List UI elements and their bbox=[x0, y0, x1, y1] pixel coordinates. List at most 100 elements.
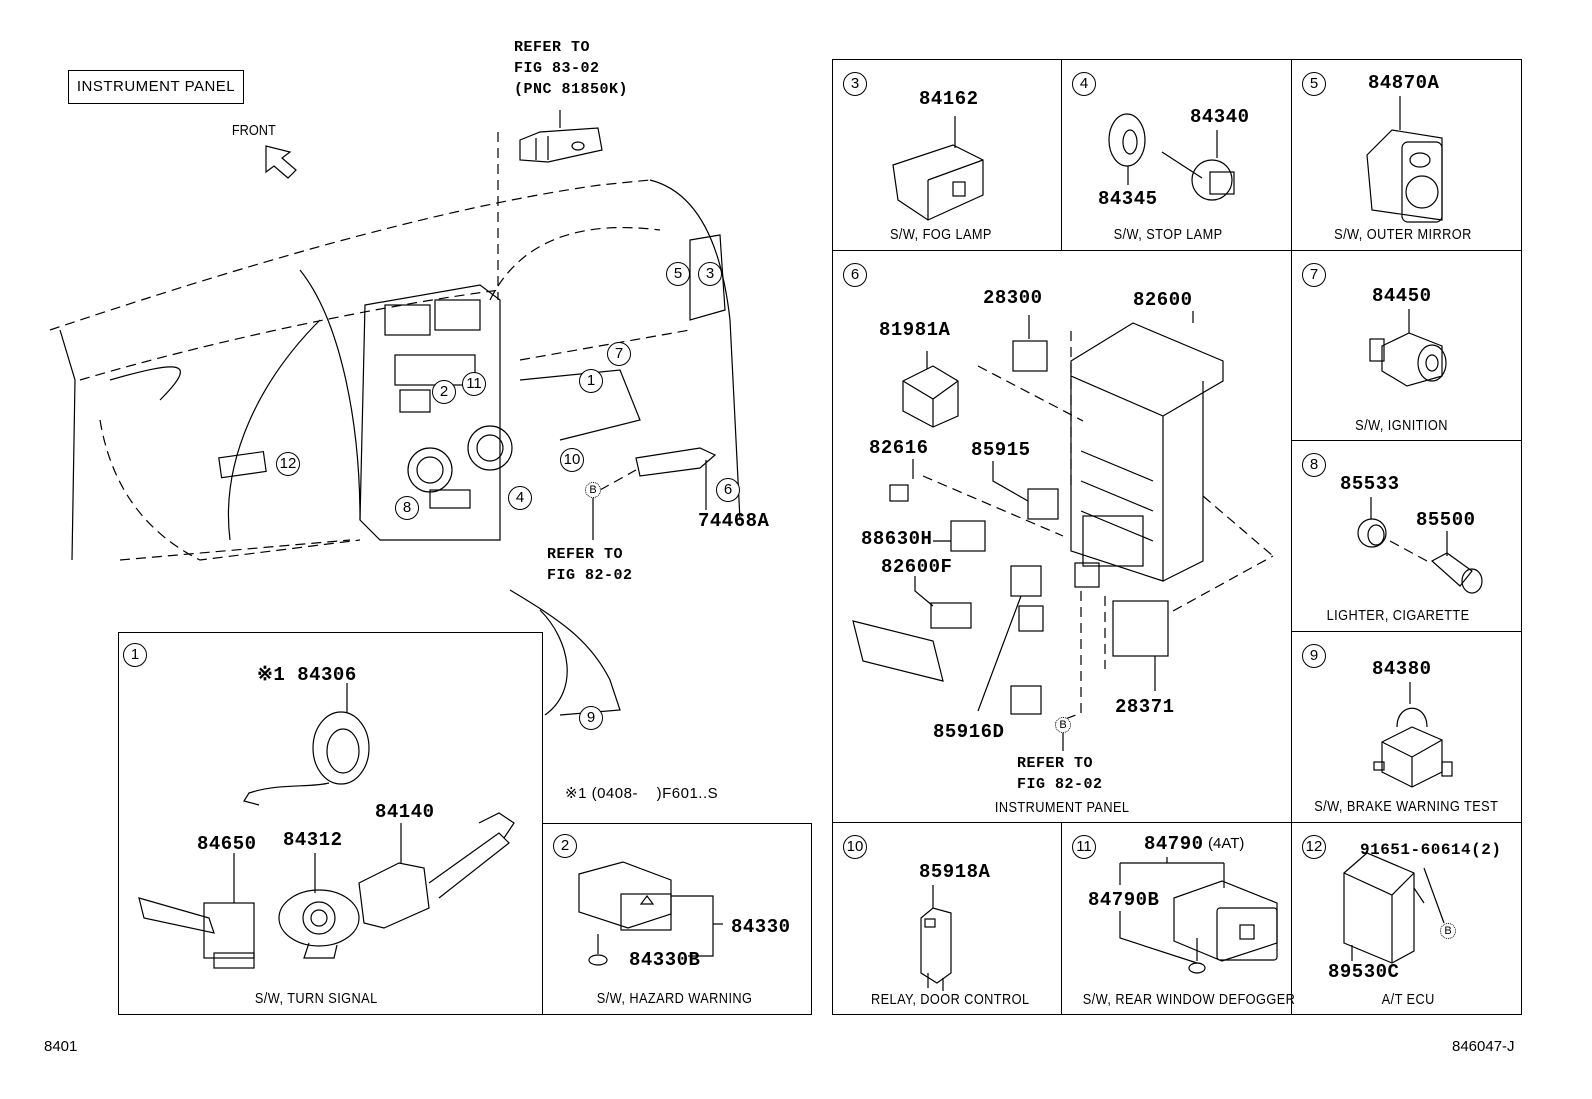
panel-12-number: 12 bbox=[1302, 835, 1326, 859]
panel-1-number: 1 bbox=[123, 643, 147, 667]
callout-11[interactable]: 11 bbox=[462, 372, 486, 396]
junction-block-drawing bbox=[852, 311, 1274, 751]
panel-8-caption: LIGHTER, CIGARETTE bbox=[1326, 607, 1470, 624]
panel-4-caption: S/W, STOP LAMP bbox=[1113, 226, 1223, 243]
panel-9-caption: S/W, BRAKE WARNING TEST bbox=[1314, 798, 1499, 815]
panel-11-rear-window-defogger: 11 84790 (4AT) 84790B S/W, REAR WINDOW D… bbox=[1061, 822, 1295, 1015]
panel-9-number: 9 bbox=[1302, 644, 1326, 668]
ignition-switch-drawing bbox=[1369, 309, 1447, 387]
panel-6-instrument-panel: 6 28300 82600 81981A 82616 85915 88630H … bbox=[832, 250, 1292, 823]
part-84140[interactable]: 84140 bbox=[375, 801, 435, 823]
part-84330B[interactable]: 84330B bbox=[629, 949, 701, 971]
callout-8[interactable]: 8 bbox=[395, 496, 419, 520]
part-88630H[interactable]: 88630H bbox=[861, 528, 933, 550]
diagram-title-box: INSTRUMENT PANEL bbox=[68, 70, 244, 104]
part-84790-variant: (4AT) bbox=[1208, 835, 1245, 852]
panel-6-number: 6 bbox=[843, 263, 867, 287]
brake-warning-switch-drawing bbox=[1373, 682, 1453, 788]
callout-5[interactable]: 5 bbox=[666, 262, 690, 286]
panel-1-caption: S/W, TURN SIGNAL bbox=[254, 990, 378, 1007]
callout-4[interactable]: 4 bbox=[508, 486, 532, 510]
callout-3[interactable]: 3 bbox=[698, 262, 722, 286]
front-label: FRONT bbox=[231, 122, 276, 139]
panel-3-number: 3 bbox=[843, 72, 867, 96]
panel-6-refer-fig-82-02[interactable]: REFER TO FIG 82-02 bbox=[1017, 755, 1103, 793]
panel-6-caption: INSTRUMENT PANEL bbox=[994, 799, 1130, 816]
panel-7-number: 7 bbox=[1302, 263, 1326, 287]
part-74468A[interactable]: 74468A bbox=[698, 510, 770, 532]
hazard-switch-drawing bbox=[578, 861, 723, 966]
part-82616[interactable]: 82616 bbox=[869, 437, 929, 459]
at-ecu-drawing bbox=[1343, 852, 1445, 964]
part-85500[interactable]: 85500 bbox=[1416, 509, 1476, 531]
panel-8-number: 8 bbox=[1302, 453, 1326, 477]
panel-1-turn-signal: 1 ※1 84306 84650 84312 84140 S/W, TURN S… bbox=[118, 632, 543, 1015]
callout-6[interactable]: 6 bbox=[716, 478, 740, 502]
door-control-relay-drawing bbox=[920, 885, 952, 991]
panel-10-door-control-relay: 10 85918A RELAY, DOOR CONTROL bbox=[832, 822, 1062, 1015]
part-84790B[interactable]: 84790B bbox=[1088, 889, 1160, 911]
callout-2[interactable]: 2 bbox=[432, 380, 456, 404]
panel-12-ref-marker-b[interactable]: B bbox=[1440, 923, 1456, 939]
callout-9[interactable]: 9 bbox=[579, 706, 603, 730]
part-82600[interactable]: 82600 bbox=[1133, 289, 1193, 311]
part-91651-60614[interactable]: 91651-60614(2) bbox=[1360, 841, 1502, 859]
part-85533[interactable]: 85533 bbox=[1340, 473, 1400, 495]
panel-12-at-ecu: 12 91651-60614(2) 89530C B A/T ECU bbox=[1291, 822, 1522, 1015]
panel-11-caption: S/W, REAR WINDOW DEFOGGER bbox=[1082, 991, 1296, 1008]
part-81981A[interactable]: 81981A bbox=[879, 319, 951, 341]
panel-10-caption: RELAY, DOOR CONTROL bbox=[870, 991, 1030, 1008]
panel-6-ref-marker-b[interactable]: B bbox=[1055, 717, 1071, 733]
panel-2-caption: S/W, HAZARD WARNING bbox=[596, 990, 753, 1007]
part-85916D[interactable]: 85916D bbox=[933, 721, 1005, 743]
footer-figure-number: 8401 bbox=[44, 1038, 78, 1055]
panel-4-number: 4 bbox=[1072, 72, 1096, 96]
refer-fig-82-02[interactable]: REFER TO FIG 82-02 bbox=[547, 546, 633, 584]
part-84330[interactable]: 84330 bbox=[731, 916, 791, 938]
panel-7-ignition: 7 84450 S/W, IGNITION bbox=[1291, 250, 1522, 441]
part-28371[interactable]: 28371 bbox=[1115, 696, 1175, 718]
part-85915[interactable]: 85915 bbox=[971, 439, 1031, 461]
panel-10-number: 10 bbox=[843, 835, 867, 859]
ref-marker-b[interactable]: B bbox=[585, 482, 601, 498]
panel-4-stop-lamp: 4 84340 84345 S/W, STOP LAMP bbox=[1061, 59, 1292, 251]
turn-signal-parts-drawing bbox=[138, 683, 515, 969]
defogger-switch-drawing bbox=[1119, 857, 1278, 974]
part-84162[interactable]: 84162 bbox=[919, 88, 979, 110]
callout-7[interactable]: 7 bbox=[607, 342, 631, 366]
part-84340[interactable]: 84340 bbox=[1190, 106, 1250, 128]
panel-2-number: 2 bbox=[553, 834, 577, 858]
stop-lamp-switch-drawing bbox=[1108, 113, 1235, 201]
panel-9-brake-warning-test: 9 84380 S/W, BRAKE WARNING TEST bbox=[1291, 631, 1522, 823]
panel-3-caption: S/W, FOG LAMP bbox=[889, 226, 992, 243]
part-89530C[interactable]: 89530C bbox=[1328, 961, 1400, 983]
part-84306[interactable]: ※1 84306 bbox=[257, 664, 357, 686]
part-84380[interactable]: 84380 bbox=[1372, 658, 1432, 680]
front-arrow-icon bbox=[265, 145, 297, 179]
callout-10[interactable]: 10 bbox=[560, 448, 584, 472]
panel-3-fog-lamp: 3 84162 S/W, FOG LAMP bbox=[832, 59, 1062, 251]
callout-1[interactable]: 1 bbox=[579, 369, 603, 393]
part-84790[interactable]: 84790 bbox=[1144, 833, 1204, 855]
part-84870A[interactable]: 84870A bbox=[1368, 72, 1440, 94]
instrument-panel-overview-drawing bbox=[49, 110, 741, 716]
panel-5-caption: S/W, OUTER MIRROR bbox=[1334, 226, 1472, 243]
part-82600F[interactable]: 82600F bbox=[881, 556, 953, 578]
footer-illustration-id: 846047-J bbox=[1452, 1038, 1515, 1055]
part-84345[interactable]: 84345 bbox=[1098, 188, 1158, 210]
panel-11-number: 11 bbox=[1072, 835, 1096, 859]
panel-7-caption: S/W, IGNITION bbox=[1355, 417, 1448, 434]
part-84650[interactable]: 84650 bbox=[197, 833, 257, 855]
refer-fig-83-02[interactable]: REFER TO FIG 83-02 (PNC 81850K) bbox=[514, 39, 629, 98]
panel-5-outer-mirror: 5 84870A S/W, OUTER MIRROR bbox=[1291, 59, 1522, 251]
part-84312[interactable]: 84312 bbox=[283, 829, 343, 851]
panel-8-cigarette-lighter: 8 85533 85500 LIGHTER, CIGARETTE bbox=[1291, 440, 1522, 632]
part-84450[interactable]: 84450 bbox=[1372, 285, 1432, 307]
outer-mirror-switch-drawing bbox=[1366, 96, 1443, 223]
part-85918A[interactable]: 85918A bbox=[919, 861, 991, 883]
panel-5-number: 5 bbox=[1302, 72, 1326, 96]
fog-lamp-switch-drawing bbox=[892, 116, 984, 221]
callout-12[interactable]: 12 bbox=[276, 452, 300, 476]
panel-2-hazard-warning: 2 84330 84330B S/W, HAZARD WARNING bbox=[542, 823, 812, 1015]
part-28300[interactable]: 28300 bbox=[983, 287, 1043, 309]
